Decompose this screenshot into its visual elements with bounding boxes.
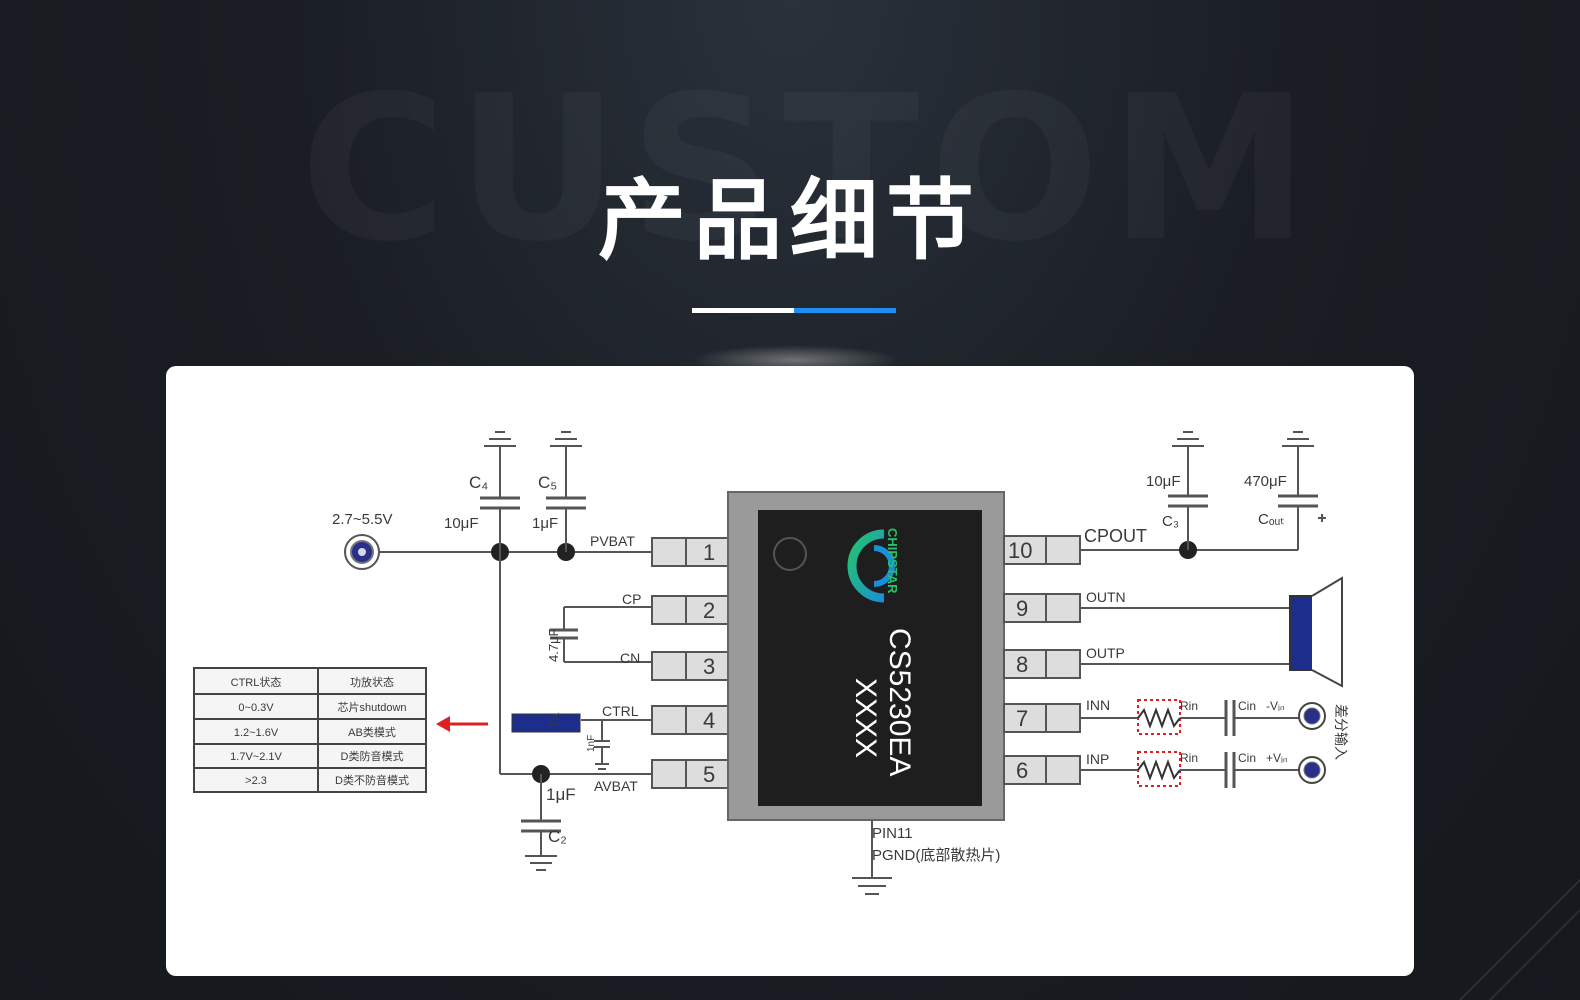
- ctrl-table-header: CTRL状态: [231, 675, 282, 689]
- c1-label: 4.7μF: [546, 628, 561, 662]
- ctrl-table-header: 功放状态: [350, 675, 394, 689]
- capacitor-c5: [546, 431, 586, 552]
- chipstar-logo-icon: [847, 529, 895, 603]
- ctrl-table-cell: D类不防音模式: [335, 773, 409, 787]
- chip-marking: XXXX: [849, 678, 882, 758]
- capacitor-c3: [1168, 431, 1208, 550]
- pin-label: CP: [622, 591, 641, 607]
- capacitor-cin-p: [1224, 752, 1236, 788]
- c1-name: C₁: [546, 712, 561, 726]
- capacitor-small: [594, 720, 610, 770]
- c2-value: 1μF: [546, 785, 576, 804]
- c2-name: C₂: [548, 827, 567, 846]
- left-pin-boxes: [651, 537, 729, 789]
- pin-label: CPOUT: [1084, 526, 1147, 546]
- rin-p-label: Rin: [1180, 751, 1198, 765]
- cout-value: 470μF: [1244, 473, 1287, 490]
- ctrl-signal-block: [511, 713, 581, 733]
- small-cap-value: 1nF: [586, 735, 597, 752]
- underline-white-segment: [692, 308, 794, 313]
- speaker-icon: [1289, 576, 1343, 688]
- pin-label: INN: [1086, 697, 1110, 713]
- resistor-rin-p: [1137, 751, 1181, 787]
- red-arrow-icon: [436, 716, 488, 732]
- supply-voltage-label: 2.7~5.5V: [332, 511, 392, 528]
- c5-value: 1μF: [532, 515, 558, 532]
- chip-part-number: CS5230EA: [883, 628, 916, 776]
- capacitor-cout: [1278, 431, 1326, 550]
- c4-value: 10μF: [444, 515, 479, 532]
- pin-number: 10: [1008, 538, 1032, 563]
- underline-blue-segment: [794, 308, 896, 313]
- supply-jack-icon: [344, 534, 380, 570]
- ctrl-table-cell: AB类模式: [348, 725, 396, 739]
- pin-number: 7: [1016, 706, 1028, 731]
- ctrl-table-cell: 芯片shutdown: [337, 700, 406, 714]
- resistor-rin-n: [1137, 699, 1181, 735]
- pin-number: 6: [1016, 758, 1028, 783]
- capacitor-cin-n: [1224, 700, 1236, 736]
- ctrl-table-cell: 1.7V~2.1V: [230, 751, 282, 763]
- vin-n-label: -Vᵢₙ: [1266, 699, 1285, 713]
- decorative-corner-lines: [1459, 879, 1580, 1000]
- chip-die: [758, 510, 982, 806]
- pin-label: OUTN: [1086, 589, 1126, 605]
- pin1-marker: [773, 537, 807, 571]
- rin-n-label: Rin: [1180, 699, 1198, 713]
- circuit-diagram: CHIPSTAR CS5230EA XXXX 1 2 3 4 5 10 9 8 …: [193, 431, 1349, 895]
- pin-label: PVBAT: [590, 533, 635, 549]
- pgnd-label: PGND(底部散热片): [872, 847, 1000, 864]
- input-jack-p-icon: [1298, 756, 1326, 784]
- pin-number: 1: [703, 540, 715, 565]
- pin-label: CTRL: [602, 703, 639, 719]
- c4-name: C₄: [469, 473, 488, 492]
- pin-number: 5: [703, 762, 715, 787]
- pin-label: OUTP: [1086, 645, 1125, 661]
- input-jack-n-icon: [1298, 702, 1326, 730]
- pin-number: 2: [703, 598, 715, 623]
- ctrl-table-cell: >2.3: [245, 775, 267, 787]
- pin-number: 4: [703, 708, 715, 733]
- ctrl-table-cell: D类防音模式: [341, 749, 404, 763]
- pin-number: 3: [703, 654, 715, 679]
- capacitor-c1: [550, 606, 652, 663]
- right-pin-boxes: [1003, 535, 1081, 785]
- c3-name: C₃: [1162, 513, 1179, 530]
- schematic-card: CHIPSTAR CS5230EA XXXX 1 2 3 4 5 10 9 8 …: [166, 366, 1414, 976]
- pin11-label: PIN11: [872, 825, 913, 842]
- ctrl-table-cell: 1.2~1.6V: [234, 727, 279, 739]
- c3-value: 10μF: [1146, 473, 1181, 490]
- pin-label: INP: [1086, 751, 1109, 767]
- c5-name: C₅: [538, 473, 557, 492]
- pin-label: AVBAT: [594, 778, 638, 794]
- page-title: 产品细节: [597, 169, 982, 272]
- title-underline: [692, 308, 896, 313]
- pgnd-ground-icon: [852, 820, 892, 895]
- cin-n-label: Cin: [1238, 699, 1256, 713]
- capacitor-c4: [480, 431, 520, 552]
- pin-label: CN: [620, 650, 640, 666]
- cout-name: Cₒᵤₜ: [1258, 511, 1285, 528]
- diff-input-label: 差分输入: [1333, 704, 1349, 760]
- capacitor-c2: [521, 774, 561, 871]
- ctrl-table-cell: 0~0.3V: [238, 702, 274, 714]
- cin-p-label: Cin: [1238, 751, 1256, 765]
- pin-number: 8: [1016, 652, 1028, 677]
- vin-p-label: +Vᵢₙ: [1266, 751, 1288, 765]
- pin-number: 9: [1016, 596, 1028, 621]
- ctrl-table-grid: [193, 667, 427, 793]
- chip-brand: CHIPSTAR: [885, 528, 900, 594]
